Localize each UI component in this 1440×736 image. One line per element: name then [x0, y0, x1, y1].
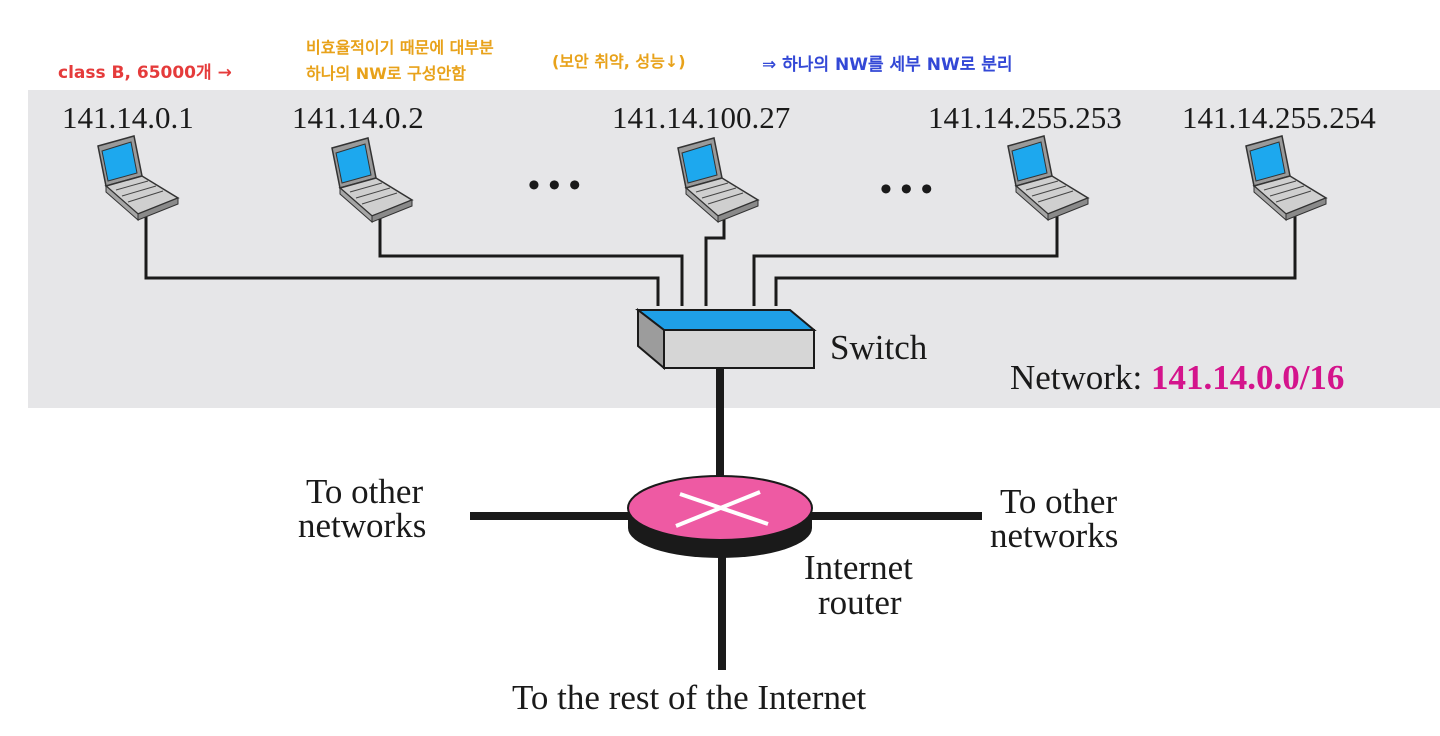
inefficiency-note-line2: 하나의 NW로 구성안함: [306, 64, 466, 83]
laptop-icon: [97, 135, 179, 221]
left-link-label-line1: To other: [306, 472, 424, 511]
router-links: [470, 368, 982, 670]
laptop-icon: [1245, 135, 1327, 221]
security-performance-note: (보안 취약, 성능↓): [552, 52, 686, 71]
network-address-line: Network: 141.14.0.0/16: [1010, 358, 1344, 398]
host-ip-label: 141.14.0.1: [62, 100, 194, 135]
right-link-label-line2: networks: [990, 516, 1119, 555]
host-ip-label: 141.14.255.254: [1182, 100, 1376, 135]
ellipsis: • • •: [880, 171, 933, 208]
cables: [144, 216, 1297, 306]
router-label-line1: Internet: [804, 548, 913, 587]
network-address: 141.14.0.0/16: [1150, 358, 1345, 397]
router-icon: [627, 475, 813, 558]
cable: [774, 216, 1297, 306]
class-b-note: class B, 65000개 →: [58, 63, 232, 83]
laptop-icon: [1007, 135, 1089, 221]
cable: [378, 218, 684, 306]
subnet-split-note: ⇒ 하나의 NW를 세부 NW로 분리: [762, 55, 1013, 75]
network-label: Network:: [1010, 358, 1143, 397]
host-ip-label: 141.14.255.253: [928, 100, 1122, 135]
cable: [704, 218, 726, 306]
switch-label: Switch: [830, 328, 928, 367]
router-label-line2: router: [818, 583, 902, 622]
right-link-label-line1: To other: [1000, 482, 1118, 521]
host-ip-label: 141.14.0.2: [292, 100, 424, 135]
switch-icon: [635, 307, 817, 371]
bottom-link-label: To the rest of the Internet: [512, 678, 867, 717]
inefficiency-note-line1: 비효율적이기 때문에 대부분: [306, 38, 494, 57]
host-ip-label: 141.14.100.27: [612, 100, 791, 135]
cable: [752, 216, 1059, 306]
cable: [144, 216, 660, 306]
ellipsis: • • •: [528, 167, 581, 204]
left-link-label-line2: networks: [298, 506, 427, 545]
laptop-icon: [331, 137, 413, 223]
laptop-icon: [677, 137, 759, 223]
